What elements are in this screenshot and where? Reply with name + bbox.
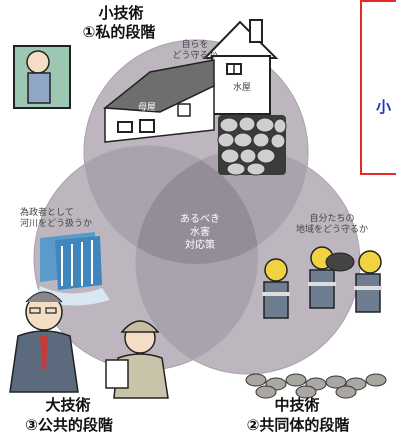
side-red-box (360, 0, 396, 175)
left-caption-line1: 為政者として (20, 208, 74, 218)
right-caption-line1: 自分たちの (309, 214, 355, 224)
workers-illustration (245, 246, 387, 399)
center-line2: 水害 (190, 227, 210, 238)
center-line1: あるべき (180, 214, 220, 225)
river-illustration (36, 232, 110, 306)
officials-illustration (9, 291, 169, 399)
top-caption-line2: どう守るか (172, 51, 218, 61)
medium-tech-title: 中技術 (274, 396, 320, 414)
left-caption-line2: 河川をどう扱うか (20, 219, 93, 229)
right-caption-line2: 地域をどう守るか (295, 225, 368, 235)
medium-tech-stage: ②共同体的段階 (246, 416, 350, 434)
large-tech-title: 大技術 (45, 396, 91, 414)
center-line3: 対応策 (185, 240, 215, 251)
top-caption-line1: 自らを (181, 40, 209, 50)
small-tech-stage: ①私的段階 (82, 23, 156, 41)
side-box-text: 小 (376, 98, 392, 116)
large-tech-stage: ③公共的段階 (25, 416, 113, 434)
main-house-label: 母屋 (137, 103, 156, 113)
small-tech-title: 小技術 (98, 4, 144, 22)
house-illustration (13, 19, 287, 176)
water-house-label: 水屋 (232, 83, 251, 93)
